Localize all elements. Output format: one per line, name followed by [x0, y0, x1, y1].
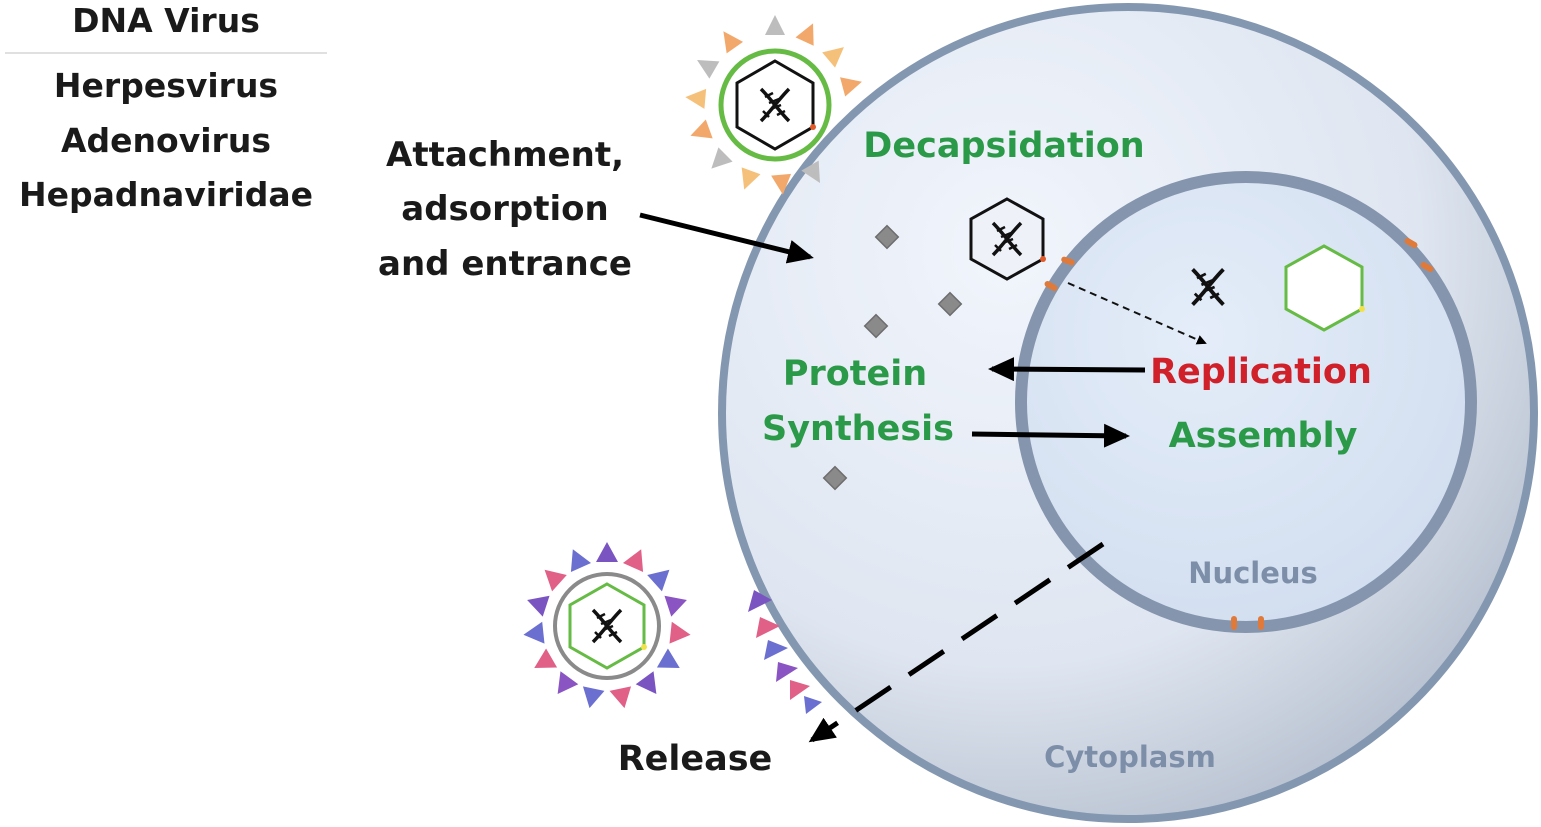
step-decapsidation: Decapsidation	[863, 126, 1144, 166]
step-assembly: Assembly	[1169, 416, 1358, 456]
protein-diamond	[863, 313, 889, 339]
envelope-spikes	[685, 15, 862, 195]
replication-to-synthesis-arrow	[988, 357, 1146, 382]
capsid-hexagon	[568, 582, 646, 670]
step-attachment-line-3: and entrance	[378, 244, 632, 284]
decapsidating-capsid	[969, 197, 1046, 281]
released-virion	[523, 542, 691, 709]
budding-spikes	[748, 590, 822, 714]
step-replication: Replication	[1150, 352, 1372, 392]
step-protein-synthesis-line-1: Protein	[783, 354, 927, 394]
attachment-arrow	[639, 212, 814, 264]
synthesis-to-assembly-arrow	[971, 423, 1130, 448]
step-attachment-line-1: Attachment,	[386, 135, 624, 175]
entering-virion	[685, 15, 862, 195]
cytoplasm-label: Cytoplasm	[1044, 740, 1216, 774]
protein-diamond	[822, 465, 848, 491]
virus-item-adenovirus: Adenovirus	[61, 121, 271, 160]
envelope-spikes	[523, 542, 691, 709]
virus-item-hepadnaviridae: Hepadnaviridae	[19, 175, 313, 214]
capsid-hexagon	[735, 59, 815, 151]
virus-list-header: DNA Virus	[72, 1, 260, 40]
virus-item-herpesvirus: Herpesvirus	[54, 66, 278, 105]
protein-diamond	[937, 291, 963, 317]
nucleus-label: Nucleus	[1188, 556, 1318, 590]
host-cell	[718, 3, 1538, 823]
step-release: Release	[618, 739, 773, 779]
viral-proteins	[822, 224, 963, 491]
release-arrow	[808, 541, 1105, 743]
virus-list: DNA Virus Herpesvirus Adenovirus Hepadna…	[5, 1, 327, 214]
dna-transport-arrow	[1067, 282, 1207, 345]
protein-diamond	[874, 224, 900, 250]
nuclear-pores	[1044, 238, 1434, 630]
new-capsid	[1284, 244, 1365, 332]
step-attachment-line-2: adsorption	[401, 189, 608, 229]
capsid-hexagon	[1284, 244, 1364, 332]
step-protein-synthesis-line-2: Synthesis	[762, 409, 954, 449]
